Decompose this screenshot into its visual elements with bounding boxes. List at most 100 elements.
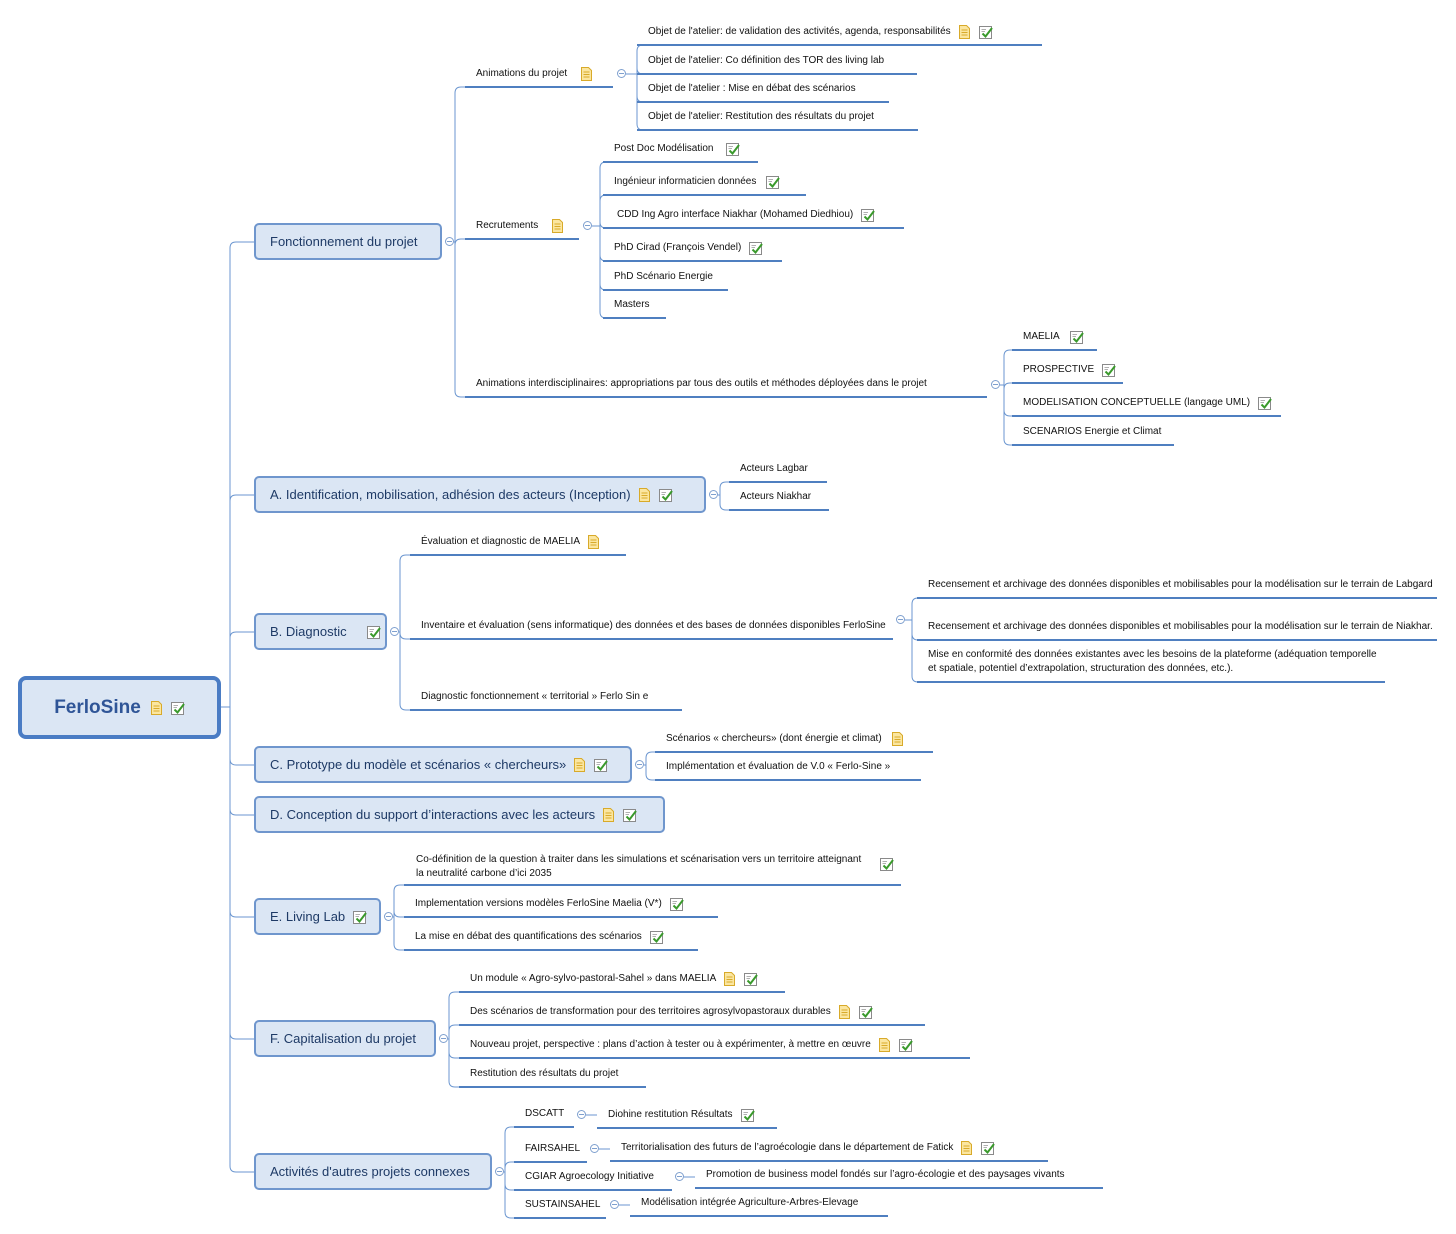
note-icon[interactable] — [958, 25, 970, 39]
topic-identification[interactable]: A. Identification, mobilisation, adhésio… — [254, 476, 706, 513]
leaf-recensement-niakhar[interactable]: Recensement et archivage des données dis… — [917, 604, 1437, 641]
note-icon[interactable] — [878, 1038, 890, 1052]
topic-living-lab[interactable]: E. Living Lab — [254, 898, 381, 935]
leaf-promotion-business[interactable]: Promotion de business model fondés sur l… — [695, 1166, 1103, 1189]
note-icon[interactable] — [150, 700, 162, 715]
leaf-diagnostic-territorial[interactable]: Diagnostic fonctionnement « territorial … — [410, 688, 682, 711]
leaf-maelia[interactable]: MAELIA — [1012, 325, 1097, 351]
subtopic-inventaire[interactable]: Inventaire et évaluation (sens informati… — [410, 602, 893, 640]
task-icon[interactable] — [669, 897, 684, 911]
topic-diagnostic[interactable]: B. Diagnostic — [254, 613, 387, 650]
leaf-recensement-labgard[interactable]: Recensement et archivage des données dis… — [917, 562, 1437, 599]
leaf-scenarios-transformation[interactable]: Des scénarios de transformation pour des… — [459, 1000, 925, 1026]
leaf-territorialisation[interactable]: Territorialisation des futurs de l’agroé… — [610, 1136, 1048, 1162]
leaf-scenarios-energie[interactable]: SCENARIOS Energie et Climat — [1012, 423, 1174, 446]
collapse-toggle[interactable] — [384, 912, 393, 921]
leaf-atelier-tor[interactable]: Objet de l'atelier: Co définition des TO… — [637, 52, 917, 75]
task-icon[interactable] — [744, 972, 759, 986]
task-icon[interactable] — [978, 25, 993, 39]
leaf-phd-cirad[interactable]: PhD Cirad (François Vendel) — [603, 236, 782, 262]
note-icon[interactable] — [638, 487, 650, 502]
topic-fonctionnement[interactable]: Fonctionnement du projet — [254, 223, 442, 260]
collapse-toggle[interactable] — [991, 380, 1000, 389]
collapse-toggle[interactable] — [709, 490, 718, 499]
leaf-modelisation-conceptuelle[interactable]: MODELISATION CONCEPTUELLE (langage UML) — [1012, 391, 1281, 417]
task-icon[interactable] — [981, 1141, 996, 1155]
leaf-mise-en-debat[interactable]: La mise en débat des quantifications des… — [404, 925, 698, 951]
task-icon[interactable] — [858, 1005, 873, 1019]
note-icon[interactable] — [603, 807, 615, 822]
note-icon[interactable] — [574, 757, 586, 772]
topic-conception[interactable]: D. Conception du support d’interactions … — [254, 796, 665, 833]
task-icon[interactable] — [766, 175, 781, 189]
note-icon[interactable] — [724, 972, 736, 986]
collapse-toggle[interactable] — [635, 760, 644, 769]
leaf-atelier-debat[interactable]: Objet de l'atelier : Mise en débat des s… — [637, 80, 889, 103]
leaf-scenarios-chercheurs[interactable]: Scénarios « chercheurs» (dont énergie et… — [655, 727, 933, 753]
task-icon[interactable] — [898, 1038, 913, 1052]
collapse-toggle[interactable] — [390, 627, 399, 636]
subtopic-dscatt[interactable]: DSCATT — [514, 1105, 574, 1128]
collapse-toggle[interactable] — [610, 1200, 619, 1209]
leaf-cdd[interactable]: CDD Ing Agro interface Niakhar (Mohamed … — [603, 203, 904, 229]
task-icon[interactable] — [861, 208, 876, 222]
leaf-restitution[interactable]: Restitution des résultats du projet — [459, 1065, 646, 1088]
subtopic-sustainsahel[interactable]: SUSTAINSAHEL — [514, 1196, 606, 1219]
leaf-diohine[interactable]: Diohine restitution Résultats — [597, 1103, 777, 1129]
leaf-evaluation-maelia[interactable]: Évaluation et diagnostic de MAELIA — [410, 530, 626, 556]
note-icon[interactable] — [552, 219, 564, 233]
topic-capitalisation[interactable]: F. Capitalisation du projet — [254, 1020, 436, 1057]
collapse-toggle[interactable] — [445, 237, 454, 246]
leaf-phd-energie[interactable]: PhD Scénario Energie — [603, 268, 728, 291]
subtopic-recrutements[interactable]: Recrutements — [465, 214, 579, 240]
task-icon[interactable] — [594, 758, 609, 772]
leaf-acteurs-lagbar[interactable]: Acteurs Lagbar — [729, 460, 827, 483]
collapse-toggle[interactable] — [896, 615, 905, 624]
leaf-mise-en-conformite[interactable]: Mise en conformité des données existante… — [917, 646, 1385, 683]
collapse-toggle[interactable] — [590, 1144, 599, 1153]
task-icon[interactable] — [623, 808, 637, 822]
leaf-module-agro[interactable]: Un module « Agro-sylvo-pastoral-Sahel » … — [459, 967, 785, 993]
task-icon[interactable] — [649, 930, 664, 944]
leaf-ingenieur[interactable]: Ingénieur informaticien données — [603, 170, 806, 196]
task-icon[interactable] — [170, 701, 185, 715]
leaf-co-definition[interactable]: Co-définition de la question à traiter d… — [404, 849, 901, 886]
leaf-postdoc[interactable]: Post Doc Modélisation — [603, 137, 758, 163]
leaf-atelier-validation[interactable]: Objet de l'atelier: de validation des ac… — [637, 20, 1042, 46]
subtopic-fairsahel[interactable]: FAIRSAHEL — [514, 1140, 587, 1163]
leaf-prospective[interactable]: PROSPECTIVE — [1012, 358, 1123, 384]
task-icon[interactable] — [1102, 363, 1116, 377]
leaf-nouveau-projet[interactable]: Nouveau projet, perspective : plans d’ac… — [459, 1033, 970, 1059]
note-icon[interactable] — [891, 732, 903, 746]
leaf-implementation-versions[interactable]: Implementation versions modèles FerloSin… — [404, 892, 718, 918]
note-icon[interactable] — [587, 535, 599, 549]
topic-prototype[interactable]: C. Prototype du modèle et scénarios « ch… — [254, 746, 632, 783]
note-icon[interactable] — [581, 67, 593, 81]
subtopic-animations-interdisciplinaires[interactable]: Animations interdisciplinaires: appropri… — [465, 374, 987, 398]
leaf-implementation-v0[interactable]: Implémentation et évaluation de V.0 « Fe… — [655, 758, 921, 781]
collapse-toggle[interactable] — [583, 221, 592, 230]
collapse-toggle[interactable] — [439, 1034, 448, 1043]
task-icon[interactable] — [740, 1108, 755, 1122]
leaf-masters[interactable]: Masters — [603, 296, 666, 319]
subtopic-animations[interactable]: Animations du projet — [465, 62, 613, 88]
task-icon[interactable] — [366, 625, 381, 639]
subtopic-cgiar[interactable]: CGIAR Agroecology Initiative — [514, 1168, 672, 1191]
collapse-toggle[interactable] — [675, 1172, 684, 1181]
task-icon[interactable] — [1069, 330, 1084, 344]
leaf-modelisation-integree[interactable]: Modélisation intégrée Agriculture-Arbres… — [630, 1194, 888, 1217]
task-icon[interactable] — [353, 910, 367, 924]
collapse-toggle[interactable] — [495, 1167, 504, 1176]
collapse-toggle[interactable] — [617, 69, 626, 78]
root-topic[interactable]: FerloSine — [18, 676, 221, 739]
task-icon[interactable] — [749, 241, 764, 255]
task-icon[interactable] — [658, 488, 673, 502]
task-icon[interactable] — [880, 857, 894, 871]
task-icon[interactable] — [725, 142, 740, 156]
note-icon[interactable] — [838, 1005, 850, 1019]
collapse-toggle[interactable] — [577, 1110, 586, 1119]
topic-connexes[interactable]: Activités d'autres projets connexes — [254, 1153, 492, 1190]
leaf-atelier-restitution[interactable]: Objet de l'atelier: Restitution des résu… — [637, 108, 918, 131]
note-icon[interactable] — [961, 1141, 973, 1155]
task-icon[interactable] — [1258, 396, 1272, 410]
